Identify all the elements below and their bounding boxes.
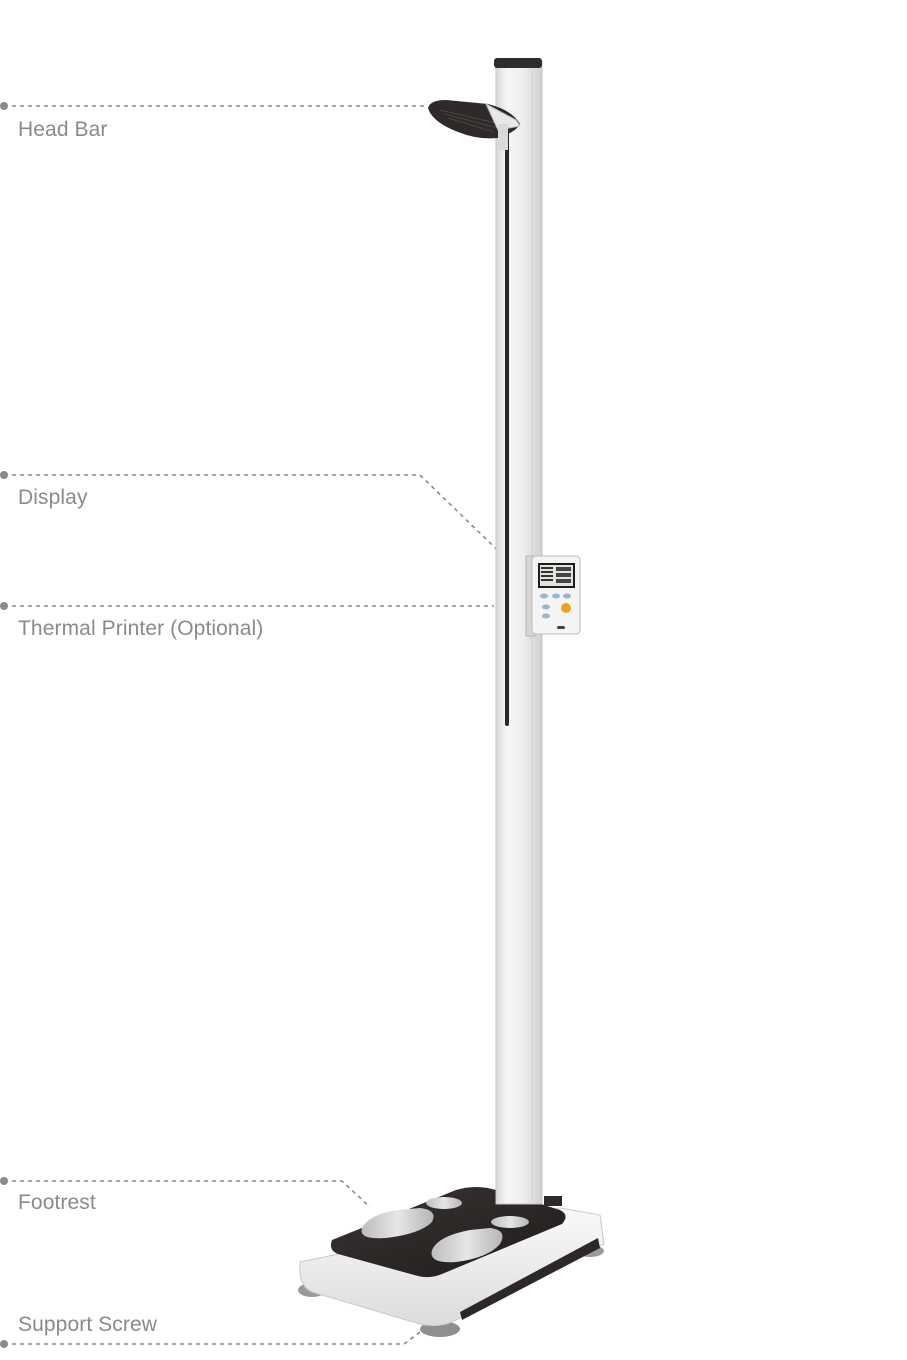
leader-line-display — [4, 474, 519, 571]
heel-electrode-left — [426, 1197, 462, 1209]
printer-slot — [557, 626, 565, 629]
label-footrest: Footrest — [18, 1191, 96, 1214]
leader-line-footrest — [4, 1180, 371, 1208]
scale-base — [298, 1187, 605, 1337]
display-button-5 — [542, 613, 550, 619]
foot-electrode-left — [361, 1208, 434, 1239]
display-button-3 — [563, 593, 571, 599]
display-button-1 — [540, 593, 548, 599]
leader-lines — [4, 105, 519, 1345]
leader-dot-thermal-printer — [0, 602, 8, 610]
pillar-slot — [505, 120, 509, 726]
leader-dot-display — [0, 471, 8, 479]
head-bar — [428, 100, 521, 150]
display-unit — [525, 555, 581, 637]
label-thermal-printer: Thermal Printer (Optional) — [18, 617, 264, 640]
heel-electrode-right — [491, 1216, 529, 1228]
label-support-screw: Support Screw — [18, 1313, 158, 1336]
display-button-2 — [552, 593, 560, 599]
leader-dot-support-screw — [0, 1340, 8, 1348]
leader-dots — [0, 102, 8, 1348]
label-head-bar: Head Bar — [18, 118, 108, 141]
leader-dot-footrest — [0, 1177, 8, 1185]
leader-line-support-screw — [4, 1331, 421, 1345]
display-button-enter — [561, 603, 571, 613]
display-button-4 — [542, 604, 550, 610]
label-display: Display — [18, 486, 88, 509]
foot-electrode-right — [431, 1228, 503, 1263]
leader-dot-head-bar — [0, 102, 8, 110]
footrest-pad — [330, 1187, 566, 1278]
